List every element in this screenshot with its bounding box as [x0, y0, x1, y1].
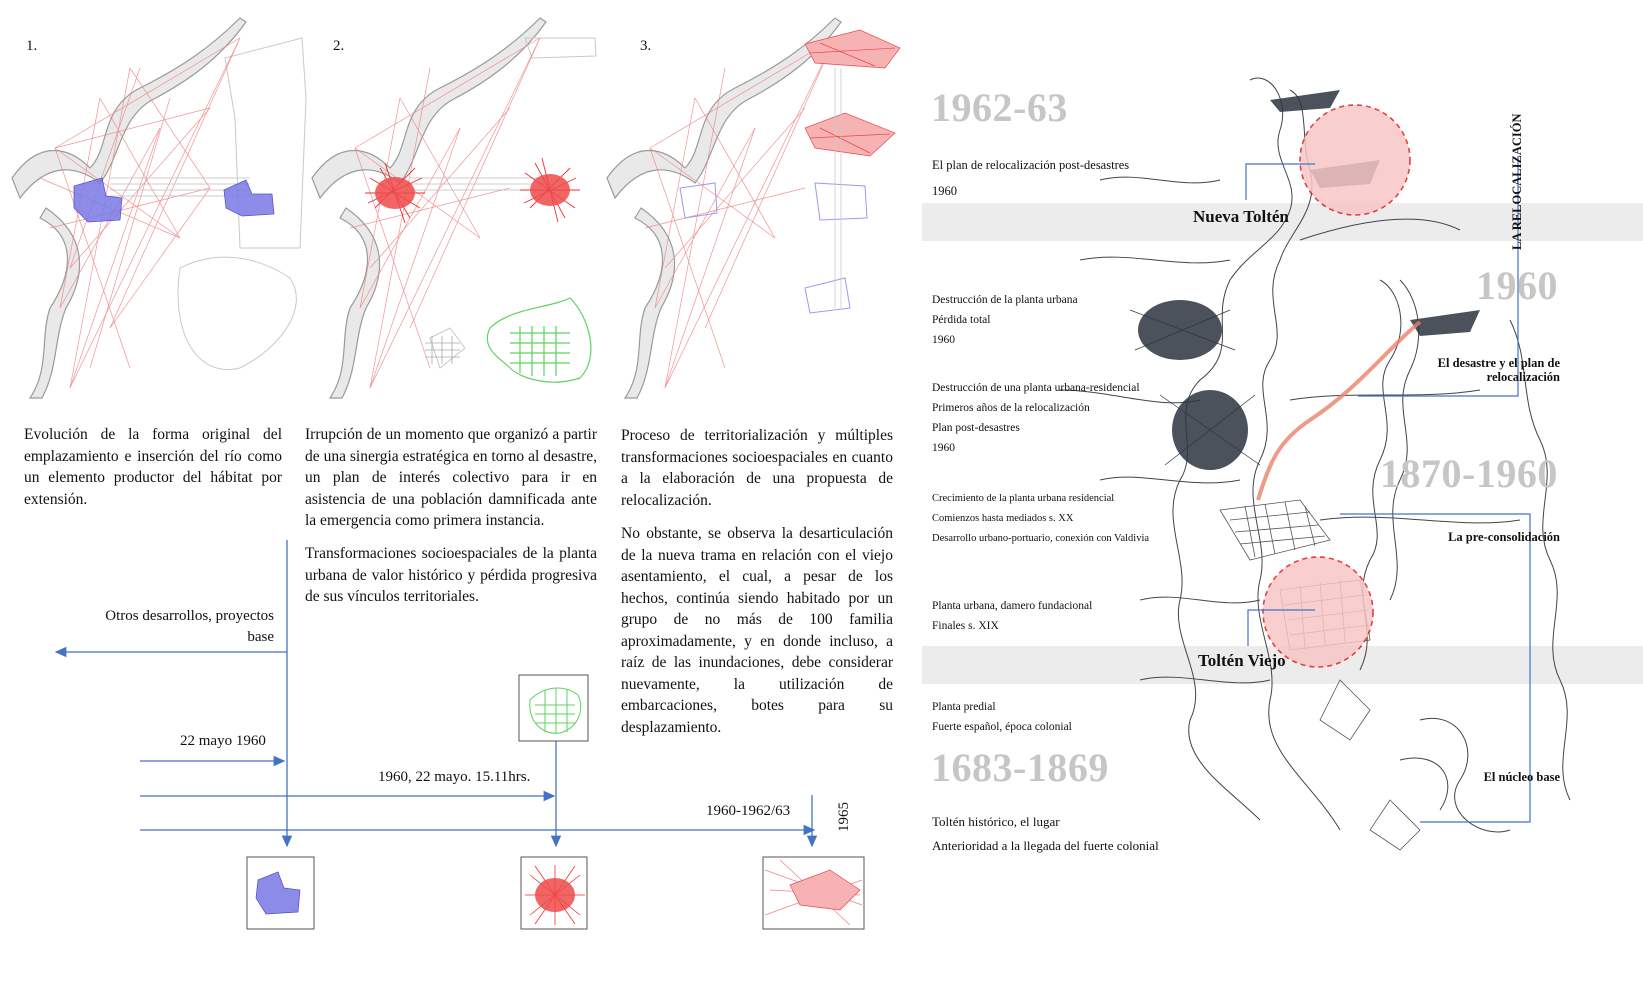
- panel-3-number: 3.: [640, 38, 652, 54]
- panel-1-diagram: [10, 8, 310, 400]
- panel-3-diagram: [605, 8, 905, 400]
- timeline-other-label: Otros desarrollos, proyectos base: [105, 608, 274, 645]
- timeline-diagram: [54, 540, 865, 930]
- timeline-date-1: 22 mayo 1960: [180, 733, 266, 749]
- panel-2-description: Irrupción de un momento que organizó a p…: [305, 426, 597, 529]
- panel-1-description: Evolución de la forma original del empla…: [24, 426, 282, 508]
- panel-3-description: Proceso de territorialización y múltiple…: [621, 427, 893, 509]
- panel-1-number: 1.: [26, 38, 38, 54]
- year-1960: 1960: [1476, 263, 1558, 308]
- year-1683-1869: 1683-1869: [931, 745, 1109, 790]
- phase-relocation: La relocalización: [1510, 113, 1524, 251]
- panel-3-description-2: No obstante, se observa la desarticulaci…: [621, 525, 893, 736]
- panel-2-diagram: [310, 8, 610, 400]
- year-1962-63: 1962-63: [931, 85, 1068, 130]
- place-tolten-viejo: Toltén Viejo: [1198, 651, 1286, 670]
- note-destruction-residential: Destrucción de una planta urbana-residen…: [932, 382, 1140, 454]
- note-growth: Crecimiento de la planta urbana residenc…: [932, 493, 1150, 544]
- phase-disaster: El desastre y el plan de relocalización: [1437, 356, 1560, 384]
- panel-2-description-2: Transformaciones socioespaciales de la p…: [305, 545, 597, 605]
- band-upper: [922, 203, 1643, 241]
- right-map: [1040, 60, 1640, 865]
- year-1870-1960: 1870-1960: [1380, 451, 1558, 496]
- timeline-date-4: 1965: [836, 802, 852, 832]
- place-nueva-tolten: Nueva Toltén: [1193, 207, 1289, 226]
- phase-core: El núcleo base: [1483, 770, 1560, 784]
- panel-2-number: 2.: [333, 38, 345, 54]
- phase-preconsolidation: La pre-consolidación: [1448, 530, 1560, 544]
- timeline-date-3: 1960-1962/63: [706, 803, 791, 819]
- note-plan: El plan de relocalización post-desastres…: [932, 158, 1130, 198]
- timeline-date-2: 1960, 22 mayo. 15.11hrs.: [378, 769, 531, 785]
